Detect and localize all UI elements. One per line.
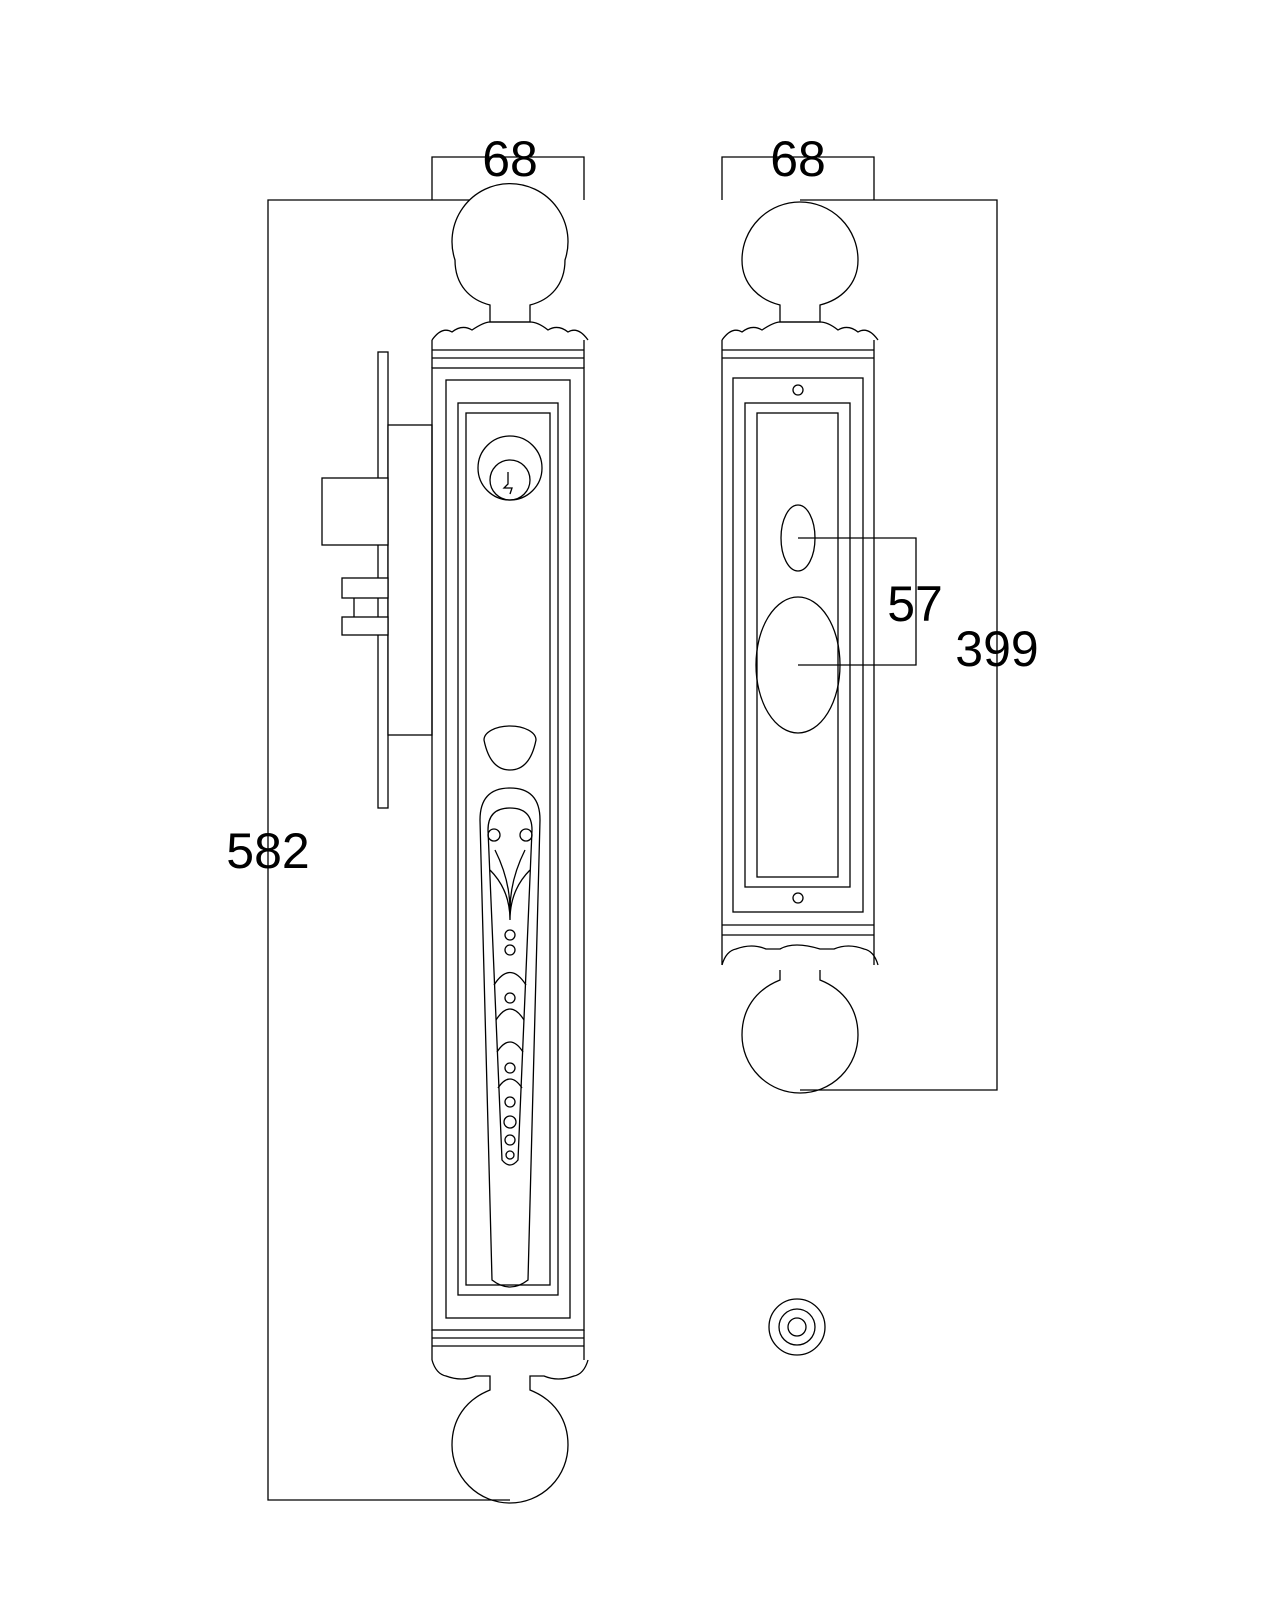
key-cylinder [477,435,543,501]
right-dimension-lines [721,156,998,1091]
screw-hole-icon [792,384,804,396]
right-top-finial [721,201,879,965]
upper-hole [780,504,816,572]
right-height-label: 399 [955,621,1038,677]
right-bottom-finial [721,944,879,1094]
lower-hole [755,596,841,734]
left-top-finial [431,183,589,368]
right-escutcheon-plate [722,377,874,936]
thumb-turn-slot [483,725,537,771]
mortise-lock [321,351,433,809]
left-width-label: 68 [482,131,538,187]
left-escutcheon-plate [431,367,585,1360]
door-stop-rosette [768,1298,826,1356]
handle-ornament [487,828,533,1160]
handle-spacing-label: 57 [887,576,943,632]
lever-handle [479,787,541,1288]
right-width-label: 68 [770,131,826,187]
left-height-label: 582 [226,823,309,879]
screw-hole-icon [792,892,804,904]
left-dimension-lines [267,156,585,1501]
left-bottom-finial [431,1359,589,1504]
